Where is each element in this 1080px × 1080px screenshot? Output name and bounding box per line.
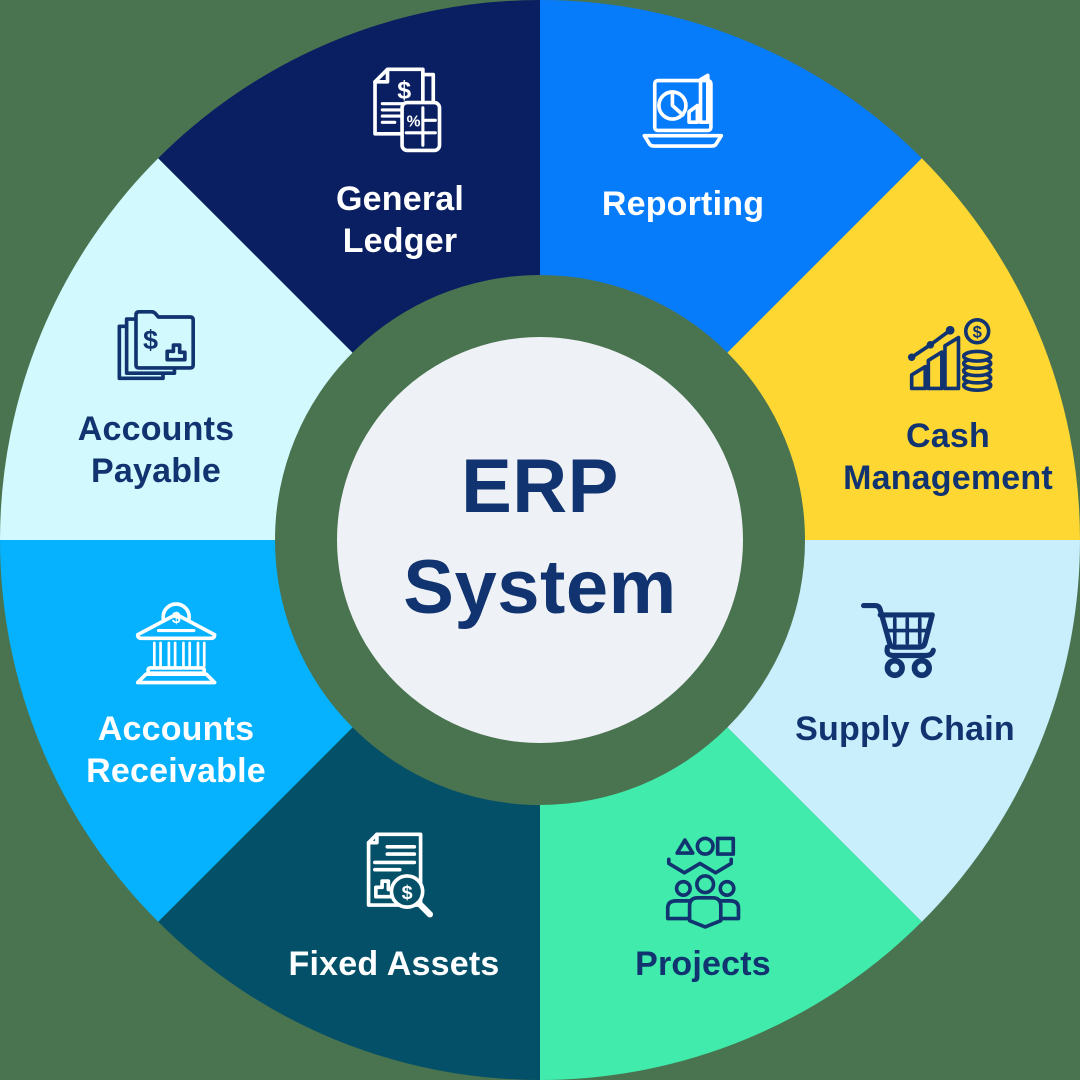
wedge-cash-management (727, 158, 1080, 540)
money-folders-icon: $ (117, 309, 196, 381)
wedge-accounts-receivable (0, 540, 353, 922)
segment-supply-chain: Supply Chain (795, 591, 1015, 750)
wedge-supply-chain (727, 540, 1080, 922)
label-line: Management (843, 459, 1053, 498)
segment-accounts-payable: $ Accounts Payable (78, 291, 235, 492)
document-magnifier-icon: $ (367, 832, 434, 918)
wedge-reporting (540, 0, 922, 353)
bank-coin-icon: $ (135, 602, 217, 685)
segment-label-projects: Projects (635, 943, 771, 985)
center-title: ERP System (403, 436, 676, 638)
dollar-glyph: $ (143, 325, 158, 355)
label-line: Payable (91, 452, 221, 491)
label-line: Receivable (86, 752, 266, 791)
label-line: Accounts (77, 410, 235, 448)
shopping-cart-icon (860, 602, 936, 679)
dollar-glyph: $ (972, 323, 982, 342)
label-line: Projects (635, 945, 771, 983)
dollar-glyph: $ (172, 610, 181, 627)
laptop-analytics-icon (642, 73, 724, 148)
wedge-general-ledger (158, 0, 540, 353)
segment-label-accounts-payable: Accounts Payable (78, 408, 235, 492)
center-title-line2: System (403, 545, 677, 630)
segment-cash-management: $ Cash Management (843, 298, 1053, 499)
wedge-fixed-assets (158, 727, 540, 1080)
label-line: Fixed Assets (288, 945, 500, 983)
segment-accounts-receivable: $ Accounts Receivable (86, 591, 266, 792)
segment-reporting: Reporting (602, 66, 764, 225)
segment-label-fixed-assets: Fixed Assets (289, 943, 500, 985)
label-line: Supply Chain (795, 710, 1015, 748)
segment-fixed-assets: $ Fixed Assets (289, 826, 500, 985)
center-circle (337, 337, 743, 743)
label-line: Ledger (342, 222, 458, 261)
segment-general-ledger: $ % General Ledger (336, 61, 464, 262)
invoice-calculator-icon: $ % (373, 67, 442, 153)
dollar-glyph: $ (397, 76, 411, 104)
segment-label-supply-chain: Supply Chain (795, 708, 1015, 750)
growth-chart-coins-icon: $ (907, 318, 993, 392)
team-tasks-icon (665, 836, 741, 929)
center-title-line1: ERP (461, 443, 619, 529)
label-line: Reporting (601, 185, 765, 223)
label-line: Accounts (97, 710, 255, 748)
percent-glyph: % (407, 114, 421, 131)
segment-projects: Projects (635, 826, 771, 985)
segment-label-reporting: Reporting (602, 183, 764, 225)
segment-label-accounts-receivable: Accounts Receivable (86, 708, 266, 792)
dollar-glyph: $ (402, 882, 413, 904)
segment-label-cash-management: Cash Management (843, 415, 1053, 499)
label-line: General (335, 180, 465, 218)
label-line: Cash (906, 417, 990, 455)
segment-label-general-ledger: General Ledger (336, 178, 464, 262)
